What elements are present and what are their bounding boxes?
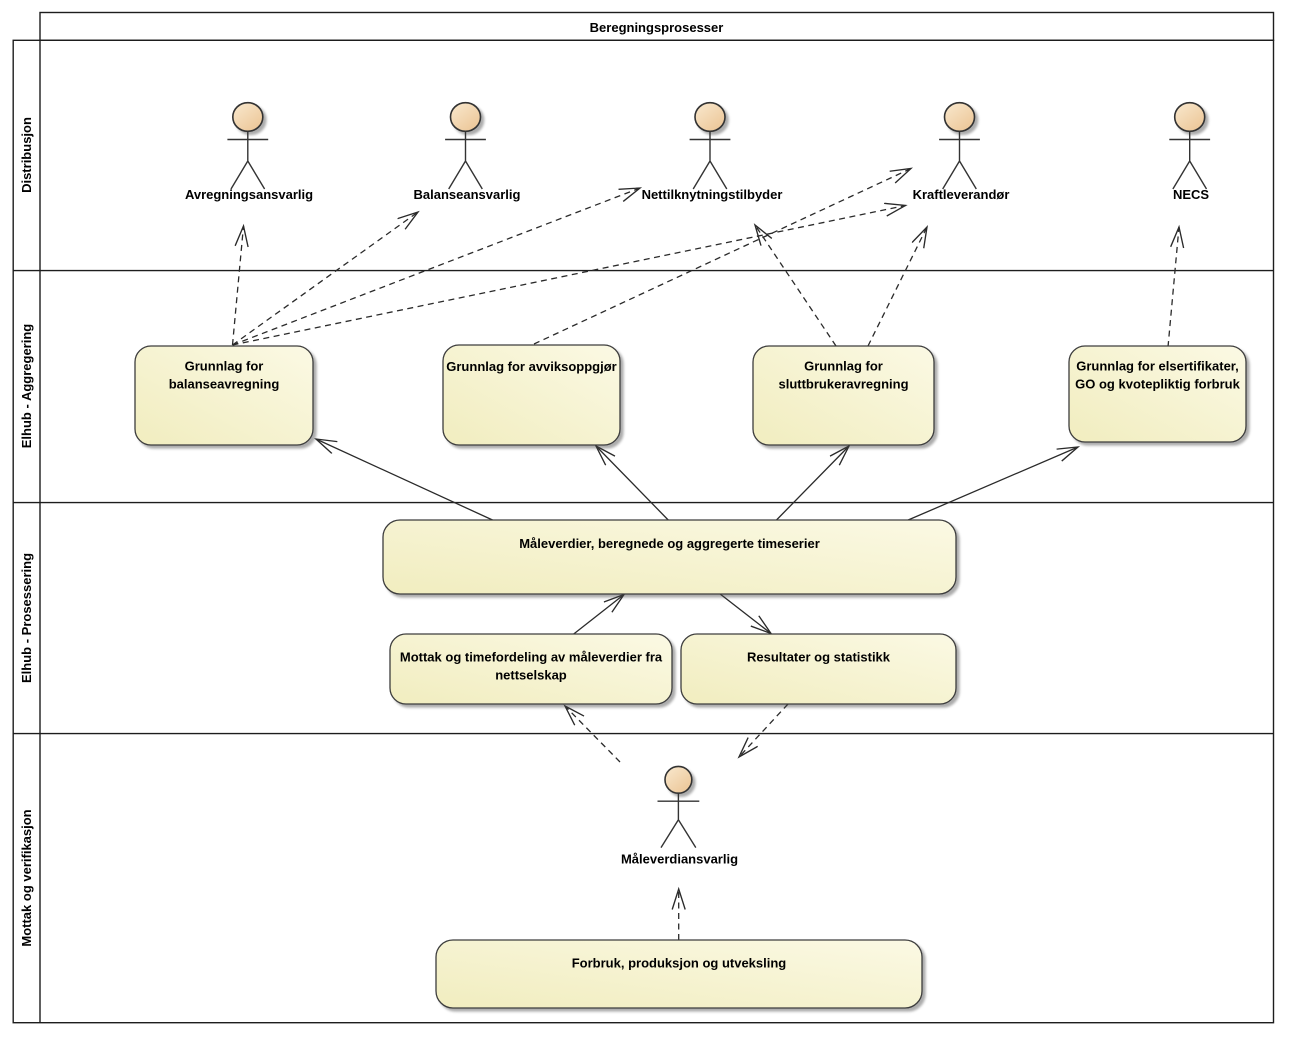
svg-text:Måleverdier, beregnede og aggr: Måleverdier, beregnede og aggregerte tim… (519, 536, 820, 551)
svg-text:Avregningsansvarlig: Avregningsansvarlig (185, 187, 313, 202)
svg-text:Balanseansvarlig: Balanseansvarlig (414, 187, 521, 202)
svg-text:Mottak og verifikasjon: Mottak og verifikasjon (19, 809, 34, 946)
svg-text:sluttbrukeravregning: sluttbrukeravregning (778, 377, 908, 392)
svg-text:Elhub - Prosessering: Elhub - Prosessering (19, 553, 34, 683)
svg-text:Måleverdiansvarlig: Måleverdiansvarlig (621, 852, 738, 867)
svg-text:NECS: NECS (1173, 187, 1209, 202)
svg-text:Mottak og timefordeling av mål: Mottak og timefordeling av måleverdier f… (400, 650, 663, 665)
svg-text:Grunnlag for: Grunnlag for (185, 359, 264, 374)
svg-text:GO og kvotepliktig forbruk: GO og kvotepliktig forbruk (1075, 377, 1240, 392)
svg-text:Forbruk, produksjon og utveksl: Forbruk, produksjon og utveksling (572, 956, 787, 971)
svg-text:Grunnlag for avviksoppgjør: Grunnlag for avviksoppgjør (446, 359, 616, 374)
svg-text:Grunnlag for elsertifikater,: Grunnlag for elsertifikater, (1076, 359, 1239, 374)
svg-text:Grunnlag for: Grunnlag for (804, 359, 883, 374)
svg-text:Distribusjon: Distribusjon (19, 117, 34, 193)
svg-text:Elhub - Aggregering: Elhub - Aggregering (19, 324, 34, 449)
svg-text:Beregningsprosesser: Beregningsprosesser (590, 20, 724, 35)
svg-text:nettselskap: nettselskap (495, 668, 567, 683)
svg-text:Kraftleverandør: Kraftleverandør (913, 187, 1010, 202)
svg-text:balanseavregning: balanseavregning (169, 377, 280, 392)
svg-text:Nettilknytningstilbyder: Nettilknytningstilbyder (642, 187, 783, 202)
svg-text:Resultater og statistikk: Resultater og statistikk (747, 650, 891, 665)
